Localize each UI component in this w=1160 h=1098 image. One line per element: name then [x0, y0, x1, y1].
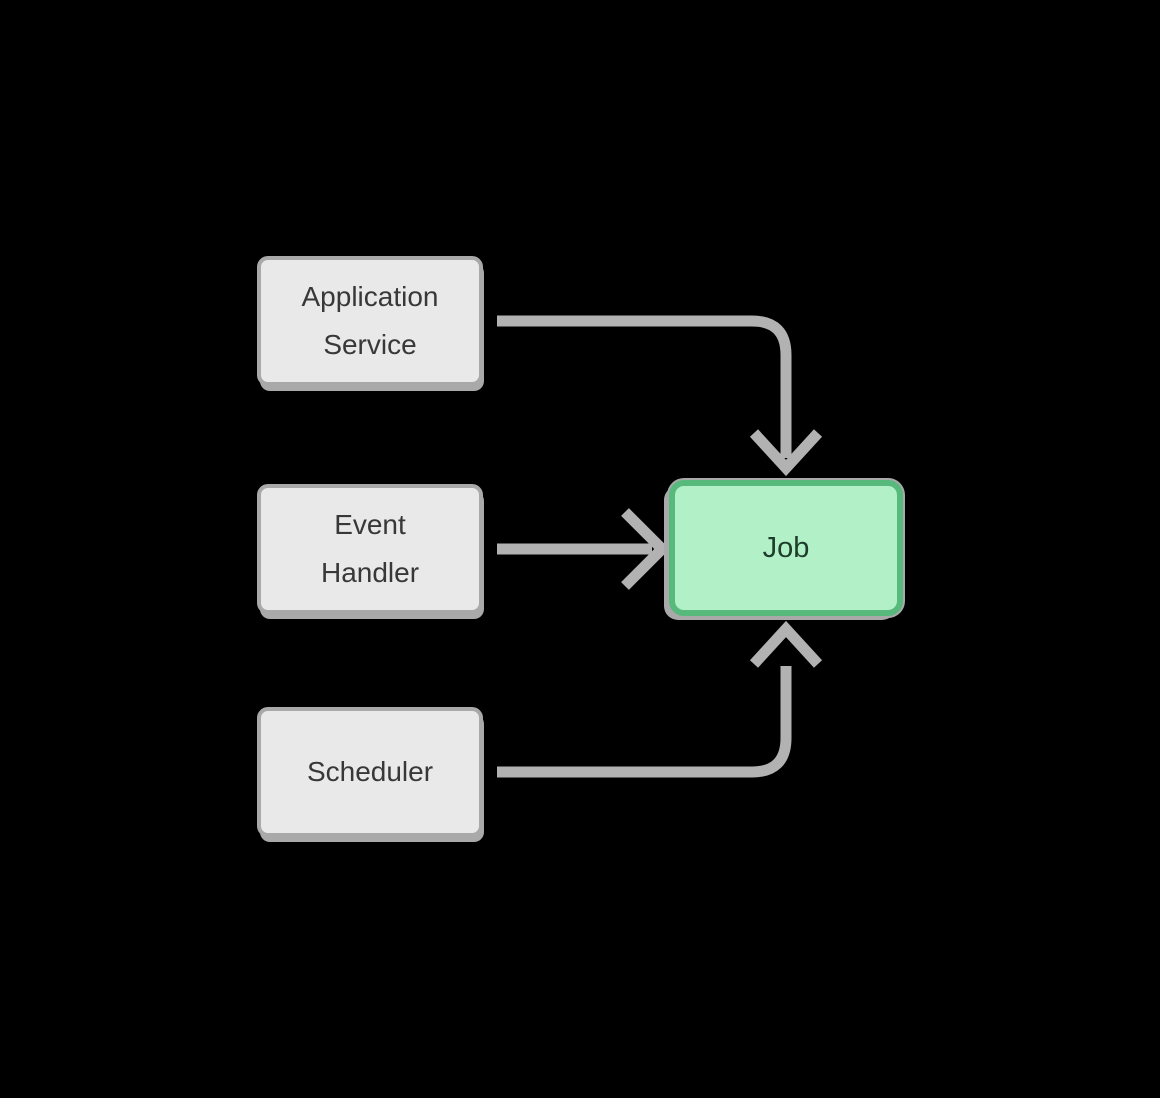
node-application-service-label: Application Service [301, 281, 439, 360]
node-event-handler: Event Handler [257, 484, 483, 614]
arrow-line [497, 666, 792, 778]
node-scheduler: Scheduler [257, 707, 483, 837]
arrow-line [497, 315, 792, 458]
node-job: Job [669, 480, 903, 616]
arrow-event-handler-to-job [497, 508, 670, 590]
node-job-label: Job [762, 531, 810, 564]
arrow-application-service-to-job [497, 315, 823, 477]
node-application-service: Application Service [257, 256, 483, 386]
node-scheduler-label: Scheduler [306, 756, 434, 787]
arrow-down-head-icon [749, 429, 823, 477]
arrow-up-head-icon [749, 620, 823, 668]
node-event-handler-label: Event Handler [320, 509, 420, 588]
arrow-right-head-icon [621, 508, 670, 590]
arrow-scheduler-to-job [497, 620, 823, 778]
